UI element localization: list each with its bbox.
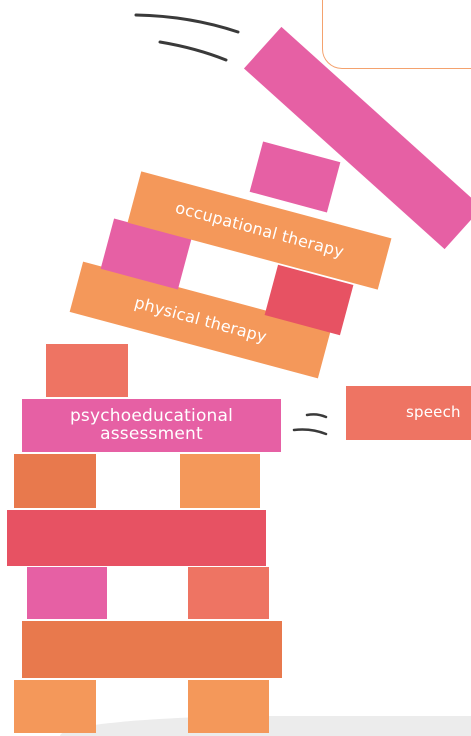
motion-line-top-2: [158, 40, 228, 62]
motion-line-speech-2: [292, 428, 328, 436]
tower-plank-red: [7, 510, 266, 566]
tower-block-salmon-top-left: [46, 344, 128, 397]
callout-box: [322, 0, 471, 69]
motion-line-top-1: [134, 13, 240, 34]
speech-block: speech: [346, 386, 471, 440]
tower-block-salmon-right: [188, 567, 269, 619]
tower-plank-bottom: [22, 621, 282, 678]
assessment-label-text: assessment: [100, 423, 203, 444]
physical-therapy-label: physical therapy: [132, 292, 269, 346]
speech-label: speech: [406, 403, 461, 422]
tower-block-pink-top: [249, 141, 341, 213]
tower-block-bottom-left-foot: [14, 680, 96, 733]
psychoeducational-assessment-block: psychoeducational assessment: [22, 399, 281, 452]
motion-line-speech-1: [305, 413, 328, 419]
tower-block-orange-right: [180, 454, 260, 508]
psychoeducational-label: psychoeducational: [69, 405, 234, 426]
tower-block-darkorange-left: [14, 454, 96, 508]
tower-block-bottom-right-foot: [188, 680, 269, 733]
tower-block-pink-left: [27, 567, 107, 619]
